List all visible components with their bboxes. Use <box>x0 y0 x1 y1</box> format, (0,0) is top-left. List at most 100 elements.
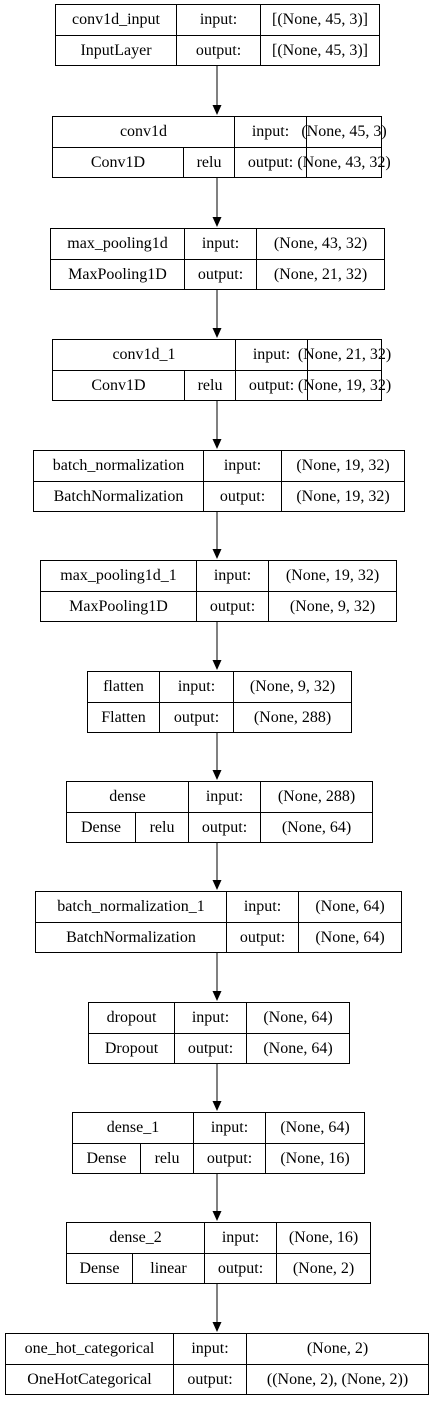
output-label: output: <box>196 591 268 621</box>
input-shape: (None, 45, 3) <box>301 117 387 147</box>
output-shape: (None, 16) <box>265 1143 364 1173</box>
layer-type: Dense <box>73 1143 140 1173</box>
output-label: output: <box>184 259 256 289</box>
activation: relu <box>183 147 234 177</box>
output-label: output: <box>204 1253 276 1283</box>
layer-name: max_pooling1d_1 <box>60 567 177 584</box>
input-label: input: <box>204 1223 276 1253</box>
layer-node-conv1d-input: conv1d_input input:[(None, 45, 3)] InputLa… <box>55 4 380 66</box>
layer-type: Dense <box>67 1253 132 1283</box>
input-label: input: <box>234 117 306 147</box>
input-label: input: <box>226 892 298 922</box>
output-shape: (None, 64) <box>246 1033 349 1063</box>
input-shape: (None, 288) <box>260 782 372 812</box>
output-label: output: <box>203 481 281 511</box>
output-shape: (None, 64) <box>298 922 401 952</box>
layer-name: one_hot_categorical <box>24 1340 155 1357</box>
input-shape: [(None, 45, 3)] <box>260 5 379 35</box>
input-shape: (None, 16) <box>276 1223 370 1253</box>
arrowhead-icon <box>212 105 222 115</box>
output-label: output: <box>173 1364 246 1394</box>
activation: relu <box>140 1143 193 1173</box>
output-shape: (None, 43, 32) <box>297 147 391 177</box>
layer-name: conv1d_input <box>72 11 160 28</box>
output-label: output: <box>234 147 306 177</box>
layer-type: Dense <box>67 812 135 842</box>
layer-node-one-hot-categorical: one_hot_categorical input:(None, 2) OneHot… <box>5 1333 429 1395</box>
layer-type: Dropout <box>89 1033 174 1063</box>
arrowhead-icon <box>212 328 222 338</box>
output-label: output: <box>226 922 298 952</box>
arrowhead-icon <box>212 439 222 449</box>
layer-type: BatchNormalization <box>36 922 226 952</box>
layer-name: dense_2 <box>109 1229 162 1246</box>
output-shape: ((None, 2), (None, 2)) <box>246 1364 428 1394</box>
input-shape: (None, 19, 32) <box>281 451 404 481</box>
input-label: input: <box>193 1113 265 1143</box>
layer-type: InputLayer <box>56 35 176 65</box>
arrowhead-icon <box>212 770 222 780</box>
output-label: output: <box>176 35 260 65</box>
input-shape: (None, 64) <box>298 892 401 922</box>
arrowhead-icon <box>212 1211 222 1221</box>
input-shape: (None, 9, 32) <box>233 672 351 702</box>
input-shape: (None, 19, 32) <box>268 561 396 591</box>
layer-type: OneHotCategorical <box>6 1364 173 1394</box>
input-shape: (None, 21, 32) <box>298 340 391 370</box>
output-label: output: <box>188 812 260 842</box>
layer-name: batch_normalization_1 <box>57 898 205 915</box>
output-shape: (None, 2) <box>276 1253 370 1283</box>
layer-name: dense_1 <box>106 1119 160 1136</box>
layer-name: conv1d <box>119 123 168 140</box>
arrowhead-icon <box>212 991 222 1001</box>
output-shape: (None, 64) <box>260 812 372 842</box>
output-label: output: <box>235 370 307 400</box>
input-label: input: <box>173 1334 246 1364</box>
activation: linear <box>132 1253 204 1283</box>
input-label: input: <box>235 340 307 370</box>
layer-name: max_pooling1d <box>67 235 168 252</box>
input-label: input: <box>203 451 281 481</box>
arrowhead-icon <box>212 549 222 559</box>
layer-name: batch_normalization <box>52 457 185 474</box>
output-label: output: <box>193 1143 265 1173</box>
input-label: input: <box>159 672 233 702</box>
layer-type: MaxPooling1D <box>51 259 184 289</box>
output-shape: [(None, 45, 3)] <box>260 35 379 65</box>
arrowhead-icon <box>212 660 222 670</box>
input-label: input: <box>174 1003 246 1033</box>
input-label: input: <box>184 229 256 259</box>
layer-type: MaxPooling1D <box>41 591 196 621</box>
input-label: input: <box>188 782 260 812</box>
input-shape: (None, 64) <box>265 1113 364 1143</box>
layer-type: Conv1D <box>53 147 183 177</box>
layer-name: conv1d_1 <box>112 346 176 363</box>
layer-type: Flatten <box>88 702 159 732</box>
arrowhead-icon <box>212 880 222 890</box>
activation: relu <box>135 812 188 842</box>
output-shape: (None, 288) <box>233 702 351 732</box>
activation: relu <box>184 370 235 400</box>
arrowhead-icon <box>212 217 222 227</box>
arrowhead-icon <box>212 1101 222 1111</box>
layer-name: flatten <box>103 678 144 695</box>
layer-name: dropout <box>106 1009 157 1026</box>
layer-node-batch-normalization-1: batch_normalization_1 input:(None, 64) Bat… <box>35 891 402 953</box>
layer-type: Conv1D <box>53 370 184 400</box>
input-shape: (None, 2) <box>246 1334 428 1364</box>
input-label: input: <box>176 5 260 35</box>
output-label: output: <box>159 702 233 732</box>
output-shape: (None, 9, 32) <box>268 591 396 621</box>
output-shape: (None, 19, 32) <box>281 481 404 511</box>
